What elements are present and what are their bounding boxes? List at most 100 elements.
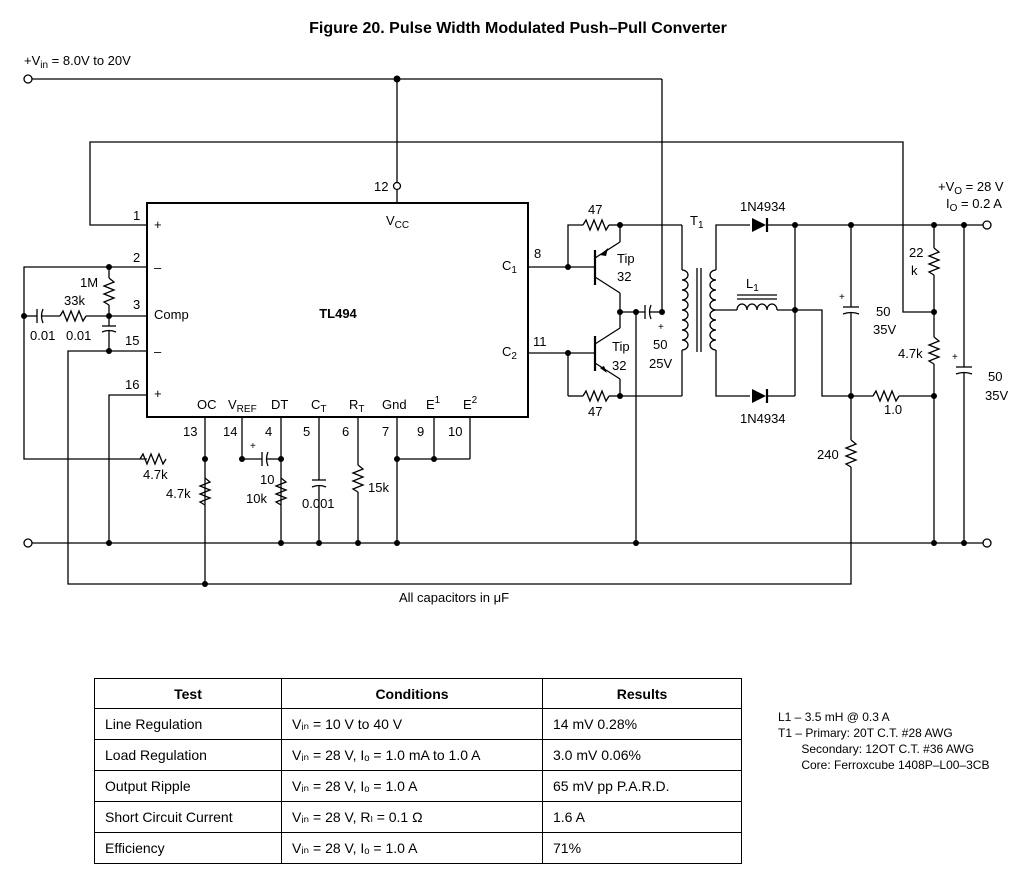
header-test: Test: [94, 678, 282, 709]
label-c-50-35-out-a: 50: [988, 369, 1002, 384]
chip-gnd-label: Gnd: [382, 397, 407, 412]
label-l1: L1: [746, 276, 759, 294]
note-line: L1 – 3.5 mH @ 0.3 A: [778, 710, 890, 724]
svg-text:2: 2: [133, 250, 140, 265]
label-r-47-top: 47: [588, 202, 602, 217]
component-notes: L1 – 3.5 mH @ 0.3 A T1 – Primary: 20T C.…: [778, 709, 989, 773]
cell-conditions: Vᵢₙ = 28 V, Iₒ = 1.0 mA to 1.0 A: [281, 739, 543, 771]
timing-network: [139, 417, 471, 587]
cell-test: Short Circuit Current: [94, 801, 282, 833]
label-c-0001: 0.001: [302, 496, 335, 511]
svg-text:3: 3: [133, 297, 140, 312]
label-d-top: 1N4934: [740, 199, 786, 214]
schematic-diagram: Figure 20. Pulse Width Modulated Push–Pu…: [21, 20, 1008, 605]
label-t1: T1: [690, 213, 704, 231]
label-r-15k: 15k: [368, 480, 389, 495]
table-row: Output Ripple Vᵢₙ = 28 V, Iₒ = 1.0 A 65 …: [94, 770, 742, 802]
table-row: Load Regulation Vᵢₙ = 28 V, Iₒ = 1.0 mA …: [94, 739, 742, 771]
chip-vcc-label: VCC: [386, 213, 409, 231]
label-r-22k-b: k: [911, 263, 918, 278]
chip-minus-15: –: [154, 344, 162, 359]
note-line: T1 – Primary: 20T C.T. #28 AWG: [778, 726, 953, 740]
chip-comp-label: Comp: [154, 307, 189, 322]
label-c-50-25-b: 25V: [649, 356, 672, 371]
label-r-10k: 10k: [246, 491, 267, 506]
cell-conditions: Vᵢₙ = 28 V, Iₒ = 1.0 A: [281, 770, 543, 802]
label-c-50-35-out-b: 35V: [985, 388, 1008, 403]
cell-result: 1.6 A: [542, 801, 742, 833]
results-table: Test Conditions Results Line Regulation …: [94, 678, 742, 864]
label-d-bot: 1N4934: [740, 411, 786, 426]
chip-dt-label: DT: [271, 397, 288, 412]
cell-result: 3.0 mV 0.06%: [542, 739, 742, 771]
table-row: Short Circuit Current Vᵢₙ = 28 V, Rₗ = 0…: [94, 801, 742, 833]
table-header-row: Test Conditions Results: [94, 678, 742, 709]
chip-oc-label: OC: [197, 397, 217, 412]
label-q-bot-a: Tip: [612, 339, 630, 354]
chip-c1-label: C1: [502, 258, 517, 276]
cell-conditions: Vᵢₙ = 28 V, Iₒ = 1.0 A: [281, 832, 543, 864]
svg-text:16: 16: [125, 377, 139, 392]
svg-text:6: 6: [342, 424, 349, 439]
chip-name: TL494: [319, 306, 357, 321]
push-pull-stage: [528, 218, 665, 543]
label-r-22k-a: 22: [909, 245, 923, 260]
chip-e1-label: E1: [426, 395, 441, 412]
svg-text:12: 12: [374, 179, 388, 194]
cell-conditions: Vᵢₙ = 10 V to 40 V: [281, 708, 543, 740]
pin-numbers: 1 2 3 15 16 12 8 11 13 14 4 5 6 7 9 10: [125, 179, 547, 439]
figure-title: Figure 20. Pulse Width Modulated Push–Pu…: [309, 20, 727, 37]
label-r-240: 240: [817, 447, 839, 462]
label-c-10: 10: [260, 472, 274, 487]
cell-result: 14 mV 0.28%: [542, 708, 742, 740]
cell-conditions: Vᵢₙ = 28 V, Rₗ = 0.1 Ω: [281, 801, 543, 833]
label-r-47-bot: 47: [588, 404, 602, 419]
label-c-mid-plus: +: [839, 292, 845, 303]
label-c-50-35-mid-b: 35V: [873, 322, 896, 337]
label-r-10: 1.0: [884, 402, 902, 417]
header-results: Results: [542, 678, 742, 709]
header-conditions: Conditions: [281, 678, 543, 709]
input-rail: [23, 74, 663, 312]
input-terminal: [23, 74, 33, 84]
cell-result: 71%: [542, 832, 742, 864]
chip-rt-label: RT: [349, 397, 365, 415]
input-voltage-label: +Vin = 8.0V to 20V: [24, 53, 131, 71]
transformer-t1: [662, 224, 750, 397]
cell-test: Load Regulation: [94, 739, 282, 771]
svg-text:5: 5: [303, 424, 310, 439]
cell-result: 65 mV pp P.A.R.D.: [542, 770, 742, 802]
output-current-label: IO = 0.2 A: [946, 196, 1002, 214]
chip-plus-16: +: [154, 386, 162, 401]
table-row: Line Regulation Vᵢₙ = 10 V to 40 V 14 mV…: [94, 708, 742, 740]
output-terminal: [982, 220, 992, 230]
tl494-chip: TL494 VCC C1 C2 + – Comp – + OC VREF DT …: [146, 202, 529, 418]
label-r-33k: 33k: [64, 293, 85, 308]
compensation-network: [21, 264, 852, 585]
chip-plus-1: +: [154, 217, 162, 232]
svg-text:8: 8: [534, 246, 541, 261]
svg-text:4: 4: [265, 424, 272, 439]
chip-c2-label: C2: [502, 344, 517, 362]
label-q-top-a: Tip: [617, 251, 635, 266]
label-r-47k-a: 4.7k: [143, 467, 168, 482]
label-c-plus: +: [250, 441, 256, 452]
svg-text:14: 14: [223, 424, 237, 439]
label-r-1m: 1M: [80, 275, 98, 290]
label-r-47k-b: 4.7k: [166, 486, 191, 501]
label-c-out-plus: +: [952, 352, 958, 363]
svg-text:7: 7: [382, 424, 389, 439]
table-row: Efficiency Vᵢₙ = 28 V, Iₒ = 1.0 A 71%: [94, 832, 742, 864]
cell-test: Output Ripple: [94, 770, 282, 802]
inductor-l1: [735, 294, 873, 397]
svg-text:9: 9: [417, 424, 424, 439]
output-voltage-label: +VO = 28 V: [938, 179, 1004, 197]
chip-ct-label: CT: [311, 397, 327, 415]
label-q-top-b: 32: [617, 269, 631, 284]
chip-vref-label: VREF: [228, 397, 257, 415]
label-c-001b: 0.01: [66, 328, 91, 343]
ground-rail: [23, 538, 992, 548]
cell-test: Line Regulation: [94, 708, 282, 740]
label-q-bot-b: 32: [612, 358, 626, 373]
label-c-50-35-mid-a: 50: [876, 304, 890, 319]
